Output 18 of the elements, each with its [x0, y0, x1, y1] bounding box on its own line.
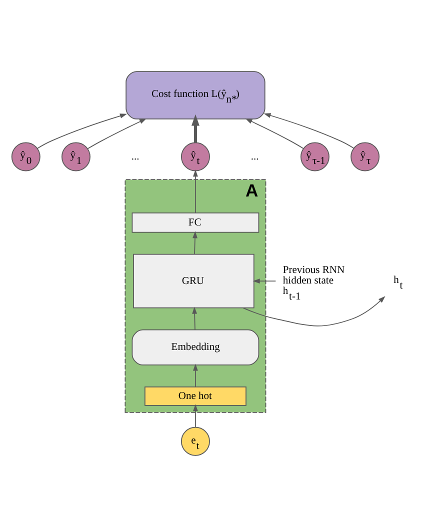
arrow [192, 306, 198, 330]
node-box: GRU [133, 254, 254, 308]
arrow [192, 231, 198, 255]
arrow [193, 170, 198, 214]
arrow [242, 296, 386, 326]
label: ... [131, 151, 140, 162]
arrow [193, 364, 198, 388]
arrow [245, 118, 304, 149]
arrow [36, 114, 128, 149]
node-box: FC [132, 212, 260, 233]
node-box: Embedding [132, 329, 260, 366]
label: ... [250, 151, 259, 162]
arrow [191, 114, 200, 143]
arrow [264, 113, 354, 149]
arrow [193, 404, 198, 428]
arrow [87, 118, 147, 150]
arrow [252, 278, 276, 284]
node-box: One hot [144, 386, 246, 406]
